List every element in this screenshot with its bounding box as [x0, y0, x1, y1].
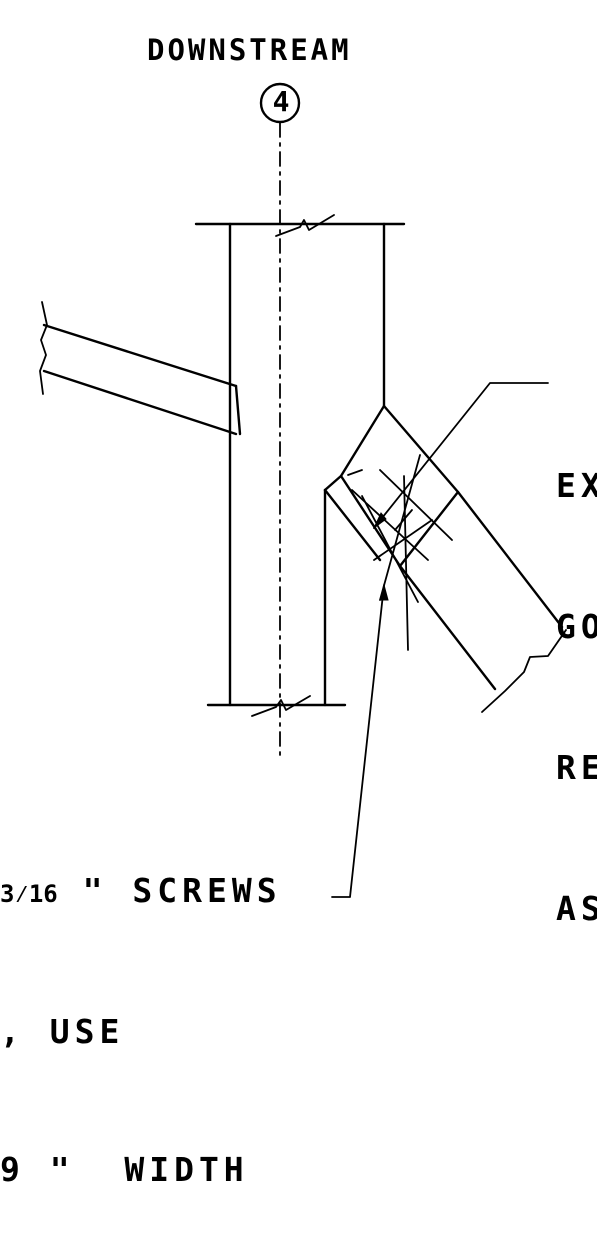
- leader-left-arrow: [379, 583, 389, 601]
- left-brace: [39, 301, 242, 436]
- note-right-line-1: EX: [556, 466, 597, 505]
- note-left: 3⁄16 " SCREWS , USE 9 " WIDTH: [0, 776, 282, 1239]
- leader-right: [373, 382, 549, 529]
- main-member: [194, 222, 406, 707]
- screw-size-fraction: 3⁄16: [0, 880, 58, 908]
- break-line-bottom: [251, 695, 311, 717]
- note-left-line-2: , USE: [0, 1012, 125, 1051]
- note-right-line-4: AS: [556, 889, 597, 928]
- leader-right-arrow: [373, 512, 387, 529]
- detail-drawing: [39, 82, 567, 898]
- downstream-label: DOWNSTREAM: [147, 33, 352, 67]
- station-bubble: [259, 82, 301, 124]
- leader-left: [331, 584, 385, 898]
- note-right-line-2: GO: [556, 607, 597, 646]
- note-left-line-3: 9 " WIDTH: [0, 1150, 249, 1189]
- gusset-assembly: [323, 404, 567, 713]
- note-left-line-1: 3⁄16 " SCREWS: [0, 868, 282, 917]
- note-right: EX GO RE AS: [556, 368, 597, 979]
- note-right-line-3: RE: [556, 748, 597, 787]
- station-number: 4: [272, 85, 290, 118]
- note-left-line-1-text: " SCREWS: [57, 871, 282, 910]
- break-line-top: [275, 214, 335, 237]
